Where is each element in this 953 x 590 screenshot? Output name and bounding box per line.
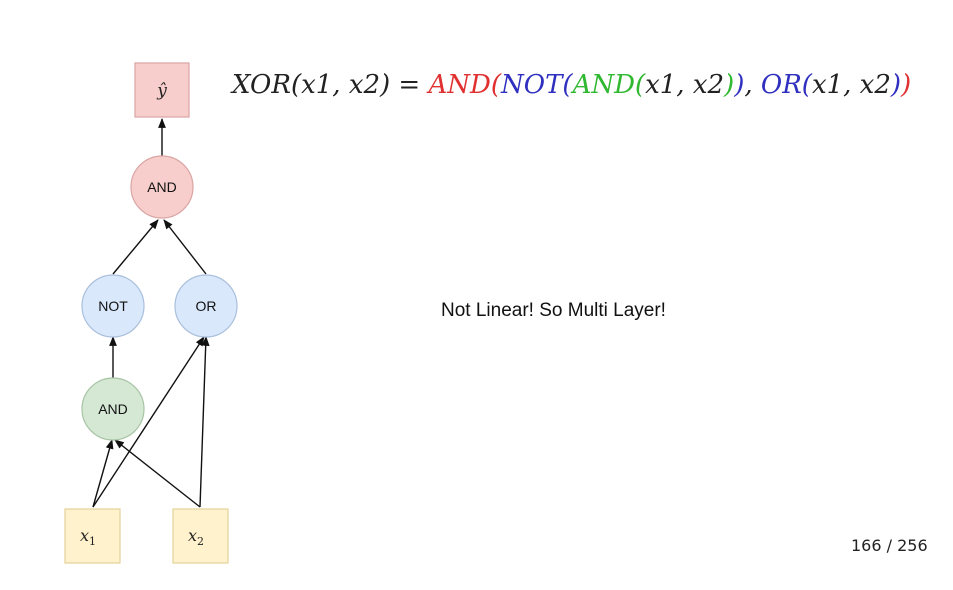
and-gate-top-node: AND <box>130 155 194 219</box>
and-gate-bottom-node: AND <box>81 377 145 441</box>
input-x1-box <box>64 508 121 564</box>
equation-and-outer: AND( <box>428 70 502 100</box>
xor-network-diagram: ŷ AND NOT OR AND x1 x2 <box>64 62 238 564</box>
equation-not-open: NOT( <box>501 70 573 100</box>
xor-equation: XOR(x1, x2) = AND(NOT(AND(x1, x2)), OR(x… <box>232 70 911 100</box>
output-node-label: ŷ <box>156 81 167 101</box>
input-x2-box <box>172 508 229 564</box>
equation-not-close: ) <box>734 70 745 100</box>
diagram-edges <box>92 118 210 508</box>
not-gate-circle <box>81 274 145 338</box>
edge-x1-to-and-bottom <box>92 439 114 508</box>
equation-or-open: OR( <box>760 70 812 100</box>
edge-or-to-and-top <box>163 219 207 275</box>
edge-not-to-and-top <box>112 219 159 275</box>
equation-or-close: ) <box>890 70 902 100</box>
and-gate-top-label: AND <box>147 179 177 195</box>
or-gate-circle <box>174 274 238 338</box>
input-x2-node: x2 <box>172 508 229 564</box>
equation-inner-args: x1, x2 <box>645 70 725 100</box>
equation-and-inner: AND( <box>572 70 646 100</box>
not-gate-node: NOT <box>81 274 145 338</box>
edge-x2-to-and-bottom <box>114 439 201 508</box>
equation-lhs: XOR(x1, x2) = <box>232 70 429 100</box>
and-gate-bottom-label: AND <box>98 401 128 417</box>
output-node-box <box>134 62 190 118</box>
output-node: ŷ <box>134 62 190 118</box>
equation-and-outer-close: ) <box>901 70 912 100</box>
equation-or-args: x1, x2 <box>811 70 891 100</box>
or-gate-node: OR <box>174 274 238 338</box>
input-x2-label: x2 <box>188 526 204 548</box>
and-gate-top-circle <box>130 155 194 219</box>
edge-x2-to-or <box>199 336 210 508</box>
edge-x1-to-or <box>92 336 205 508</box>
or-gate-label: OR <box>196 298 217 314</box>
input-x1-label: x1 <box>80 526 96 548</box>
input-x1-node: x1 <box>64 508 121 564</box>
and-gate-bottom-circle <box>81 377 145 441</box>
page-number: 166 / 256 <box>851 536 928 555</box>
caption-text: Not Linear! So Multi Layer! <box>441 300 666 321</box>
equation-comma: , <box>744 70 761 100</box>
equation-and-inner-close: ) <box>724 70 735 100</box>
not-gate-label: NOT <box>98 298 128 314</box>
